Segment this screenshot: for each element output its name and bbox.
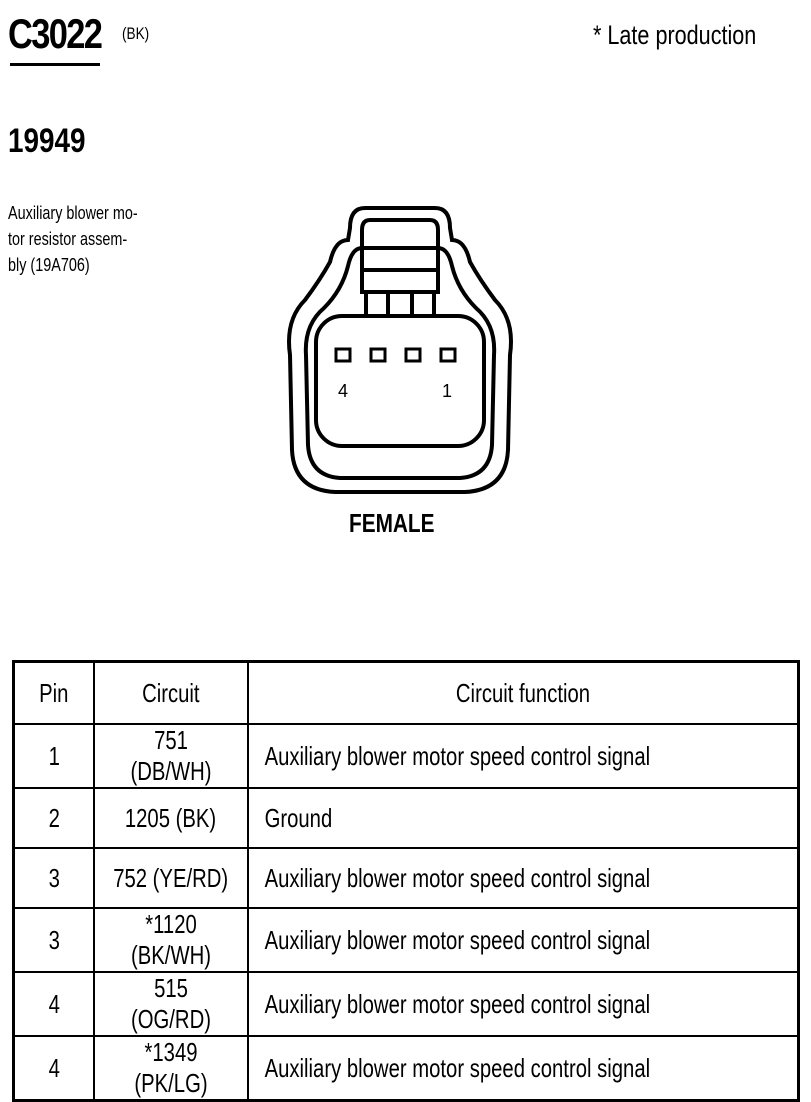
connector-color-code: (BK) bbox=[122, 24, 150, 43]
circuit-cell: 752 (YE/RD) bbox=[93, 847, 249, 909]
connector-id: C3022 bbox=[8, 10, 103, 57]
circuit-cell: 751 (DB/WH) bbox=[93, 723, 249, 789]
pin-terminal-4 bbox=[334, 347, 352, 363]
pin-cell: 2 bbox=[12, 787, 95, 849]
table-row: 4 *1349 (PK/LG) Auxiliary blower motor s… bbox=[12, 1035, 800, 1102]
connector-gender-label: FEMALE bbox=[349, 508, 435, 538]
pin-terminal-1 bbox=[439, 347, 457, 363]
function-cell: Auxiliary blower motor speed control sig… bbox=[247, 847, 800, 909]
part-number: 19949 bbox=[8, 122, 86, 160]
connector-housing-inner bbox=[303, 218, 497, 480]
function-cell: Auxiliary blower motor speed control sig… bbox=[247, 971, 800, 1037]
header-circuit-function: Circuit function bbox=[247, 660, 800, 725]
table-row: 2 1205 (BK) Ground bbox=[12, 787, 800, 849]
header-circuit: Circuit bbox=[93, 660, 249, 725]
description-line: tor resistor assem- bbox=[8, 229, 128, 249]
function-cell: Auxiliary blower motor speed control sig… bbox=[247, 1035, 800, 1102]
table-row: 4 515 (OG/RD) Auxiliary blower motor spe… bbox=[12, 971, 800, 1037]
pin-cavity-face bbox=[314, 314, 486, 448]
description-line: bly (19A706) bbox=[8, 255, 90, 275]
locking-tab-base bbox=[364, 290, 436, 318]
function-cell: Auxiliary blower motor speed control sig… bbox=[247, 907, 800, 973]
pin-cell: 4 bbox=[12, 1035, 95, 1102]
pin-cell: 4 bbox=[12, 971, 95, 1037]
pin-cell: 3 bbox=[12, 847, 95, 909]
connector-id-underline bbox=[10, 63, 100, 66]
table-row: 3 *1120 (BK/WH) Auxiliary blower motor s… bbox=[12, 907, 800, 973]
pin-circuit-table: Pin Circuit Circuit function 1 751 (DB/W… bbox=[12, 660, 800, 1102]
pin-cell: 1 bbox=[12, 723, 95, 789]
connector-face-diagram: 4 1 bbox=[287, 206, 513, 494]
function-cell: Auxiliary blower motor speed control sig… bbox=[247, 723, 800, 789]
circuit-cell: 1205 (BK) bbox=[93, 787, 249, 849]
function-cell: Ground bbox=[247, 787, 800, 849]
circuit-cell: *1349 (PK/LG) bbox=[93, 1035, 249, 1102]
table-header-row: Pin Circuit Circuit function bbox=[12, 660, 800, 725]
pin-cell: 3 bbox=[12, 907, 95, 973]
description-line: Auxiliary blower mo- bbox=[8, 203, 138, 223]
pin-number-1: 1 bbox=[442, 381, 452, 401]
pin-terminal-2 bbox=[404, 347, 422, 363]
production-note: * Late production bbox=[593, 20, 757, 50]
pin-terminal-3 bbox=[369, 347, 387, 363]
table-row: 1 751 (DB/WH) Auxiliary blower motor spe… bbox=[12, 723, 800, 789]
table-row: 3 752 (YE/RD) Auxiliary blower motor spe… bbox=[12, 847, 800, 909]
circuit-cell: 515 (OG/RD) bbox=[93, 971, 249, 1037]
pin-number-4: 4 bbox=[338, 381, 348, 401]
connector-housing-outer bbox=[287, 206, 513, 494]
component-description: Auxiliary blower mo- tor resistor assem-… bbox=[8, 200, 144, 278]
circuit-cell: *1120 (BK/WH) bbox=[93, 907, 249, 973]
header-pin: Pin bbox=[12, 660, 95, 725]
